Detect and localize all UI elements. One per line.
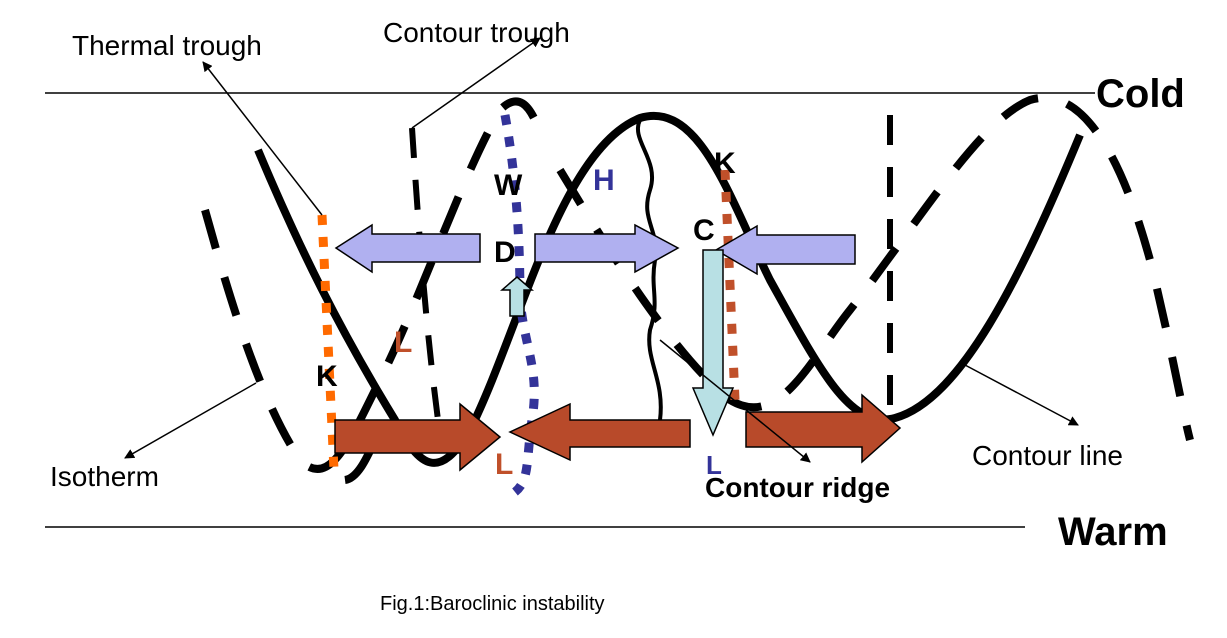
marker-d: D [494,236,516,269]
wavy-front-line [636,119,663,421]
up-arrow-small [499,276,535,317]
down-arrow [691,249,735,437]
marker-c: C [693,214,715,247]
lower-arrow-right-2 [745,393,902,464]
upper-arrow-right [534,223,680,274]
isotherm-pointer [124,382,257,459]
marker-k-upper: K [714,147,736,180]
contour-line-pointer [964,364,1079,426]
upper-arrow-left [334,223,481,274]
figure-caption: Fig.1:Baroclinic instability [380,593,605,615]
isotherm-label: Isotherm [50,461,159,492]
lower-arrow-right [334,402,502,472]
contour-line-label: Contour line [972,440,1123,471]
marker-h: H [593,164,615,197]
thermal-trough-dotted-line [317,214,339,471]
contour-line-wave [254,112,1084,467]
cold-label: Cold [1096,72,1185,116]
marker-l-right: L [706,450,722,480]
warm-label: Warm [1058,510,1168,554]
contour-ridge-label: Contour ridge [705,472,890,503]
isotherm-wave [201,97,539,473]
thermal-trough-pointer [202,61,323,216]
marker-l-upper: L [394,326,412,359]
marker-k-left: K [316,360,338,393]
upper-arrow-left-2 [714,224,856,276]
marker-l-lower: L [495,448,513,481]
contour-trough-pointer [411,37,541,129]
lower-arrow-left [508,402,691,462]
contour-ridge-pointer [659,339,811,463]
thermal-trough-label: Thermal trough [72,30,262,61]
ridge-dotted-line [720,169,740,401]
contour-trough-label: Contour trough [383,17,570,48]
blue-dotted-line [500,114,539,496]
marker-w: W [494,169,523,202]
